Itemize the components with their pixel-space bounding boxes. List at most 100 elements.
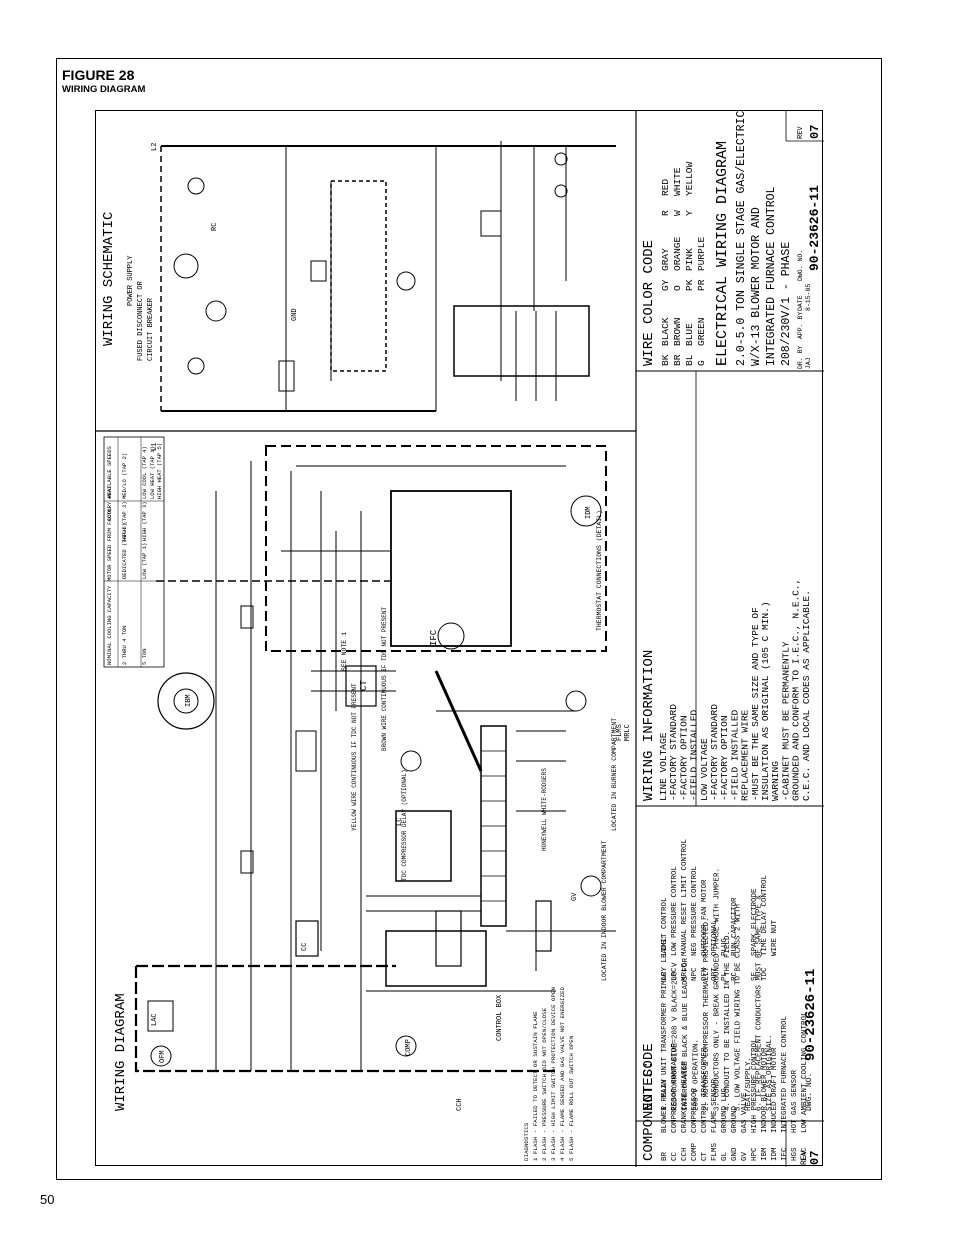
component-desc: INTEGRATED FURNACE CONTROL (781, 1015, 789, 1133)
diagnostic-line: 1 FLASH - FAILED TO DETECT OR SUSTAIN FL… (532, 1011, 539, 1161)
note-line: RED=COMMON BLUE=208 V BLACK=230 V (672, 962, 680, 1111)
component-desc: MANUAL RESET LIMIT CONTROL (681, 838, 689, 956)
wiring-info-line: -FIELD INSTALLED (729, 709, 740, 801)
speed-table-cell: HIGH (TAP 3) (141, 501, 148, 541)
component-desc: GROUND LUG (721, 1087, 729, 1133)
figure-frame (56, 58, 882, 1180)
wiring-info-line: WARNING (770, 761, 781, 801)
honeywell-label: HONEYWELL WHITE-RODGERS (541, 768, 548, 851)
color-code-cell: YELLOW (684, 161, 695, 196)
speed-table-cell: LOW COOL (TAP 4) (141, 446, 148, 499)
component-desc: LOW PRESSURE CONTROL (671, 865, 679, 956)
note-line: HEAT/SUPPLY. (745, 1057, 753, 1111)
speed-table-header: AVAILABLE SPEEDS (106, 445, 113, 499)
cch-label: CCH (456, 1098, 464, 1111)
note-line: 5. LOW VOLTAGE FIELD WIRING TO BE CLASS … (735, 904, 743, 1111)
ifc-label: IFC (429, 629, 439, 646)
lac-label: LAC (151, 1013, 159, 1026)
note-line: 208 V OPERATION. (693, 1039, 701, 1111)
component-desc: LIMIT CONTROL (661, 897, 669, 956)
component-desc: NEG PRESSURE CONTROL (691, 865, 699, 956)
app-by-label: APP. BY (797, 312, 804, 339)
date-value: 8-15-05 (805, 284, 812, 311)
speed-table-cell: 2 THRU 4 TON (121, 625, 128, 665)
color-code-cell: GY (660, 279, 671, 291)
component-code: OFM (701, 967, 709, 981)
gv-label: GV (571, 892, 579, 901)
wiring-info-line: INSULATION AS ORIGINAL (105 C MIN.) (760, 601, 771, 801)
speed-table-header: COOL (106, 508, 113, 521)
color-code-cell: GREEN (696, 317, 707, 346)
power-supply-label: POWER SUPPLY (127, 255, 135, 306)
svg-text:DWG. NO.: DWG. NO. (805, 1073, 814, 1111)
component-desc: GAS VALVE (741, 1092, 749, 1133)
title-line-1: 2.0-5.0 TON SINGLE STAGE GAS/ELECTRIC (735, 111, 748, 366)
component-desc: CONTROL TRANSFORMER (701, 1047, 709, 1133)
speed-table-cell: LOW (TAP 1) (141, 543, 148, 579)
gnd-label: GND (291, 308, 299, 321)
notes-list: 1. MAIN UNIT TRANSFORMER PRIMARY LEADS:R… (661, 868, 774, 1111)
wiring-info-line: C.E.C. AND LOCAL CODES AS APPLICABLE. (801, 590, 812, 801)
top-dwg-number: 90-23626-11 (807, 185, 822, 271)
component-code: FLMS (711, 1142, 719, 1161)
fused-disconnect-label: FUSED DISCONNECT OR (137, 280, 145, 361)
component-desc: RUN CAPACITOR (731, 897, 739, 956)
brown-wire-label: BROWN WIRE CONTINUOUS IF TDC NOT PRESENT (381, 607, 388, 751)
component-code: MRLC (681, 962, 689, 981)
color-code-cell: BLACK (660, 317, 671, 346)
color-code-cell: PK (684, 279, 695, 291)
component-code: IBM (761, 1147, 769, 1161)
page-number: 50 (40, 1192, 55, 1207)
mrlc-label: MRLC (624, 724, 632, 741)
wiring-info-line: REPLACEMENT WIRE (740, 709, 751, 801)
wiring-info-line: -FACTORY STANDARD (668, 704, 679, 801)
bottom-rev-value: 07 (808, 1151, 822, 1165)
schematic-title: WIRING SCHEMATIC (101, 212, 117, 346)
ct-label: CT (359, 680, 369, 691)
component-desc: COMPRESSOR (691, 1087, 699, 1133)
color-code-cell: BK (660, 354, 671, 366)
note-line: 3. CONDUCTORS ONLY - BREAK GROUNDED PHAS… (714, 868, 722, 1111)
component-code: LC (661, 971, 669, 981)
color-code-cell: W (672, 210, 683, 216)
color-code-cell: WHITE (672, 167, 683, 196)
yellow-wire-label: YELLOW WIRE CONTINUOUS IF TDC NOT PRESEN… (351, 683, 358, 831)
cc-label: CC (301, 943, 309, 951)
notes-title: NOTES: (641, 1061, 657, 1111)
component-code: SE (751, 971, 759, 981)
note-line: SIZE AS ORIGINAL. (766, 1034, 774, 1111)
component-desc: HIGH PRESSURE CONTROL (751, 1038, 759, 1133)
component-code: HGS (791, 1147, 799, 1161)
color-code-cell: R (660, 210, 671, 216)
color-code-cell: PURPLE (696, 236, 707, 271)
wiring-info-line: -CABINET MUST BE PERMANENTLY (780, 641, 791, 801)
circuit-breaker-label: CIRCUIT BREAKER (147, 297, 155, 361)
speed-table-header: NOMINAL COOLING CAPACITY (106, 585, 113, 665)
date-label: DATE (797, 295, 804, 311)
bottom-rev-label: REV (800, 1150, 809, 1165)
note-line: 1. MAIN UNIT TRANSFORMER PRIMARY LEADS: (661, 935, 669, 1111)
speed-table-box (103, 436, 165, 668)
wiring-sheet: DWG. NO. 90-23626-11 REV 07 ELECTRICAL W… (95, 110, 824, 1167)
thermostat-label: THERMOSTAT CONNECTIONS (DETAIL) (596, 510, 603, 631)
speed-table-cell: HIGH (TAP 3) (121, 501, 128, 541)
lc-label: LC (396, 818, 404, 826)
component-code: CT (701, 1151, 709, 1161)
rc-label: RC (211, 223, 219, 231)
component-desc: FLAME SENSOR (711, 1078, 719, 1133)
color-code-table: BKBLACKGYGRAYRREDBRBROWNOORANGEWWHITEBLB… (660, 161, 707, 366)
component-desc: WIRE NUT (771, 919, 779, 956)
wiring-info-line: -FACTORY OPTION (719, 715, 730, 801)
l1-label: L1 (151, 443, 159, 451)
color-code-cell: BLUE (684, 323, 695, 346)
color-code-cell: O (672, 285, 683, 291)
speed-table-cell: LOW HEAT (TAP 1) (149, 446, 156, 499)
color-code-cell: BROWN (672, 317, 683, 346)
component-desc: TIME DELAY CONTROL (761, 874, 769, 956)
svg-text:ELECTRICAL WIRING DIAGRAM: ELECTRICAL WIRING DIAGRAM (714, 141, 731, 366)
color-code-title: WIRE COLOR CODE (641, 240, 657, 366)
component-code: NPC (691, 967, 699, 981)
